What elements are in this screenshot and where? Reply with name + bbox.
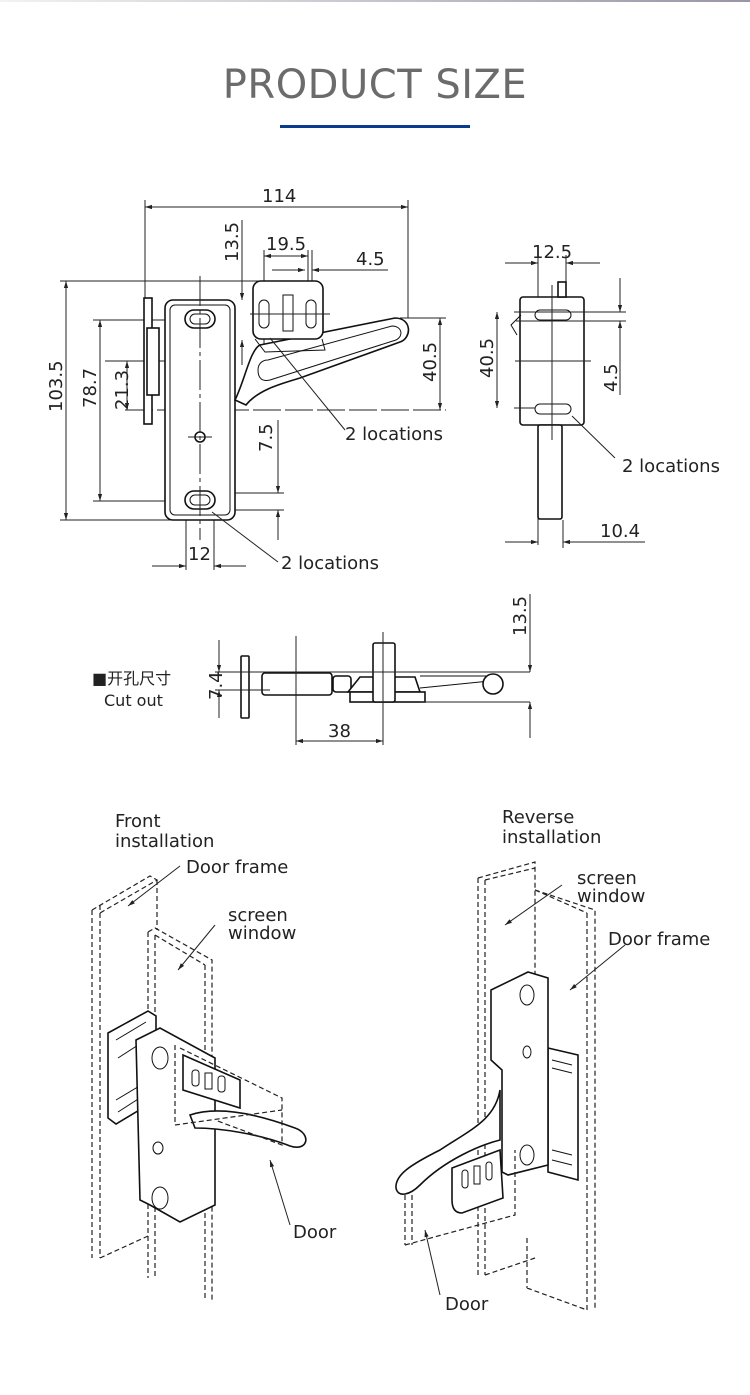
reverse-install-title-1: Reverse bbox=[502, 807, 574, 828]
cutout-dim-7-4: 7.4 bbox=[206, 671, 227, 700]
dim-19-5: 19.5 bbox=[266, 234, 306, 255]
cutout-label-cn: ■开孔尺寸 bbox=[92, 669, 171, 688]
cutout-flange bbox=[240, 655, 250, 719]
cutout-handle-tip bbox=[482, 673, 504, 695]
callout-2-locations-bottom: 2 locations bbox=[281, 553, 379, 574]
front-installation: Front installation Door frame screen win… bbox=[91, 811, 337, 1300]
dim-114: 114 bbox=[262, 186, 296, 207]
title-underline bbox=[280, 125, 470, 128]
dim-7-5: 7.5 bbox=[256, 423, 277, 452]
reverse-install-base bbox=[490, 971, 549, 1176]
front-install-title-1: Front bbox=[115, 811, 161, 832]
front-install-title-2: installation bbox=[115, 831, 214, 852]
page-title: PRODUCT SIZE bbox=[222, 62, 528, 108]
handle-arm bbox=[233, 317, 410, 406]
dim-12: 12 bbox=[188, 544, 211, 565]
front-door-label: Door bbox=[293, 1222, 337, 1243]
cutout-body bbox=[261, 672, 333, 696]
callout-2-locations-top: 2 locations bbox=[345, 424, 443, 445]
cutout-dim-38: 38 bbox=[328, 721, 351, 742]
reverse-installation: Reverse installation screen window Door … bbox=[395, 807, 710, 1315]
front-door-frame-label: Door frame bbox=[186, 857, 288, 878]
flange-tab bbox=[146, 327, 160, 396]
side-dim-10-4: 10.4 bbox=[600, 521, 640, 542]
cutout-dim-13-5: 13.5 bbox=[510, 596, 531, 636]
front-install-handle bbox=[188, 1110, 307, 1148]
dim-40-5: 40.5 bbox=[420, 342, 441, 382]
cutout-label-en: Cut out bbox=[104, 691, 163, 710]
reverse-install-title-2: installation bbox=[502, 827, 601, 848]
side-dim-4-5: 4.5 bbox=[601, 363, 622, 392]
dim-4-5: 4.5 bbox=[356, 249, 385, 270]
front-screen-label-2: window bbox=[228, 923, 296, 944]
side-dim-12-5: 12.5 bbox=[532, 242, 572, 263]
reverse-screen-label-2: window bbox=[577, 886, 645, 907]
side-stem bbox=[537, 424, 563, 520]
side-pin bbox=[557, 281, 567, 298]
dim-78-7: 78.7 bbox=[80, 368, 101, 408]
reverse-door-frame-label: Door frame bbox=[608, 929, 710, 950]
reverse-install-handle bbox=[395, 1089, 501, 1195]
reverse-door-label: Door bbox=[445, 1294, 489, 1315]
dim-103-5: 103.5 bbox=[46, 360, 67, 412]
side-dim-40-5: 40.5 bbox=[477, 338, 498, 378]
front-view: 114 13.5 19.5 4.5 103.5 78.7 21.3 4 bbox=[46, 186, 446, 574]
dim-21-3: 21.3 bbox=[112, 370, 133, 410]
side-view: 12.5 40.5 4.5 2 locations 10.4 bbox=[477, 242, 720, 548]
cutout-view: ■开孔尺寸 Cut out 7.4 38 13.5 bbox=[92, 594, 533, 745]
striker-plate bbox=[252, 280, 324, 340]
top-border bbox=[0, 0, 750, 2]
side-callout-2-locations: 2 locations bbox=[622, 456, 720, 477]
front-screen-label-1: screen bbox=[228, 905, 288, 926]
reverse-install-striker bbox=[451, 1148, 504, 1214]
dim-13-5: 13.5 bbox=[222, 222, 243, 262]
reverse-screen-label-1: screen bbox=[577, 868, 637, 889]
